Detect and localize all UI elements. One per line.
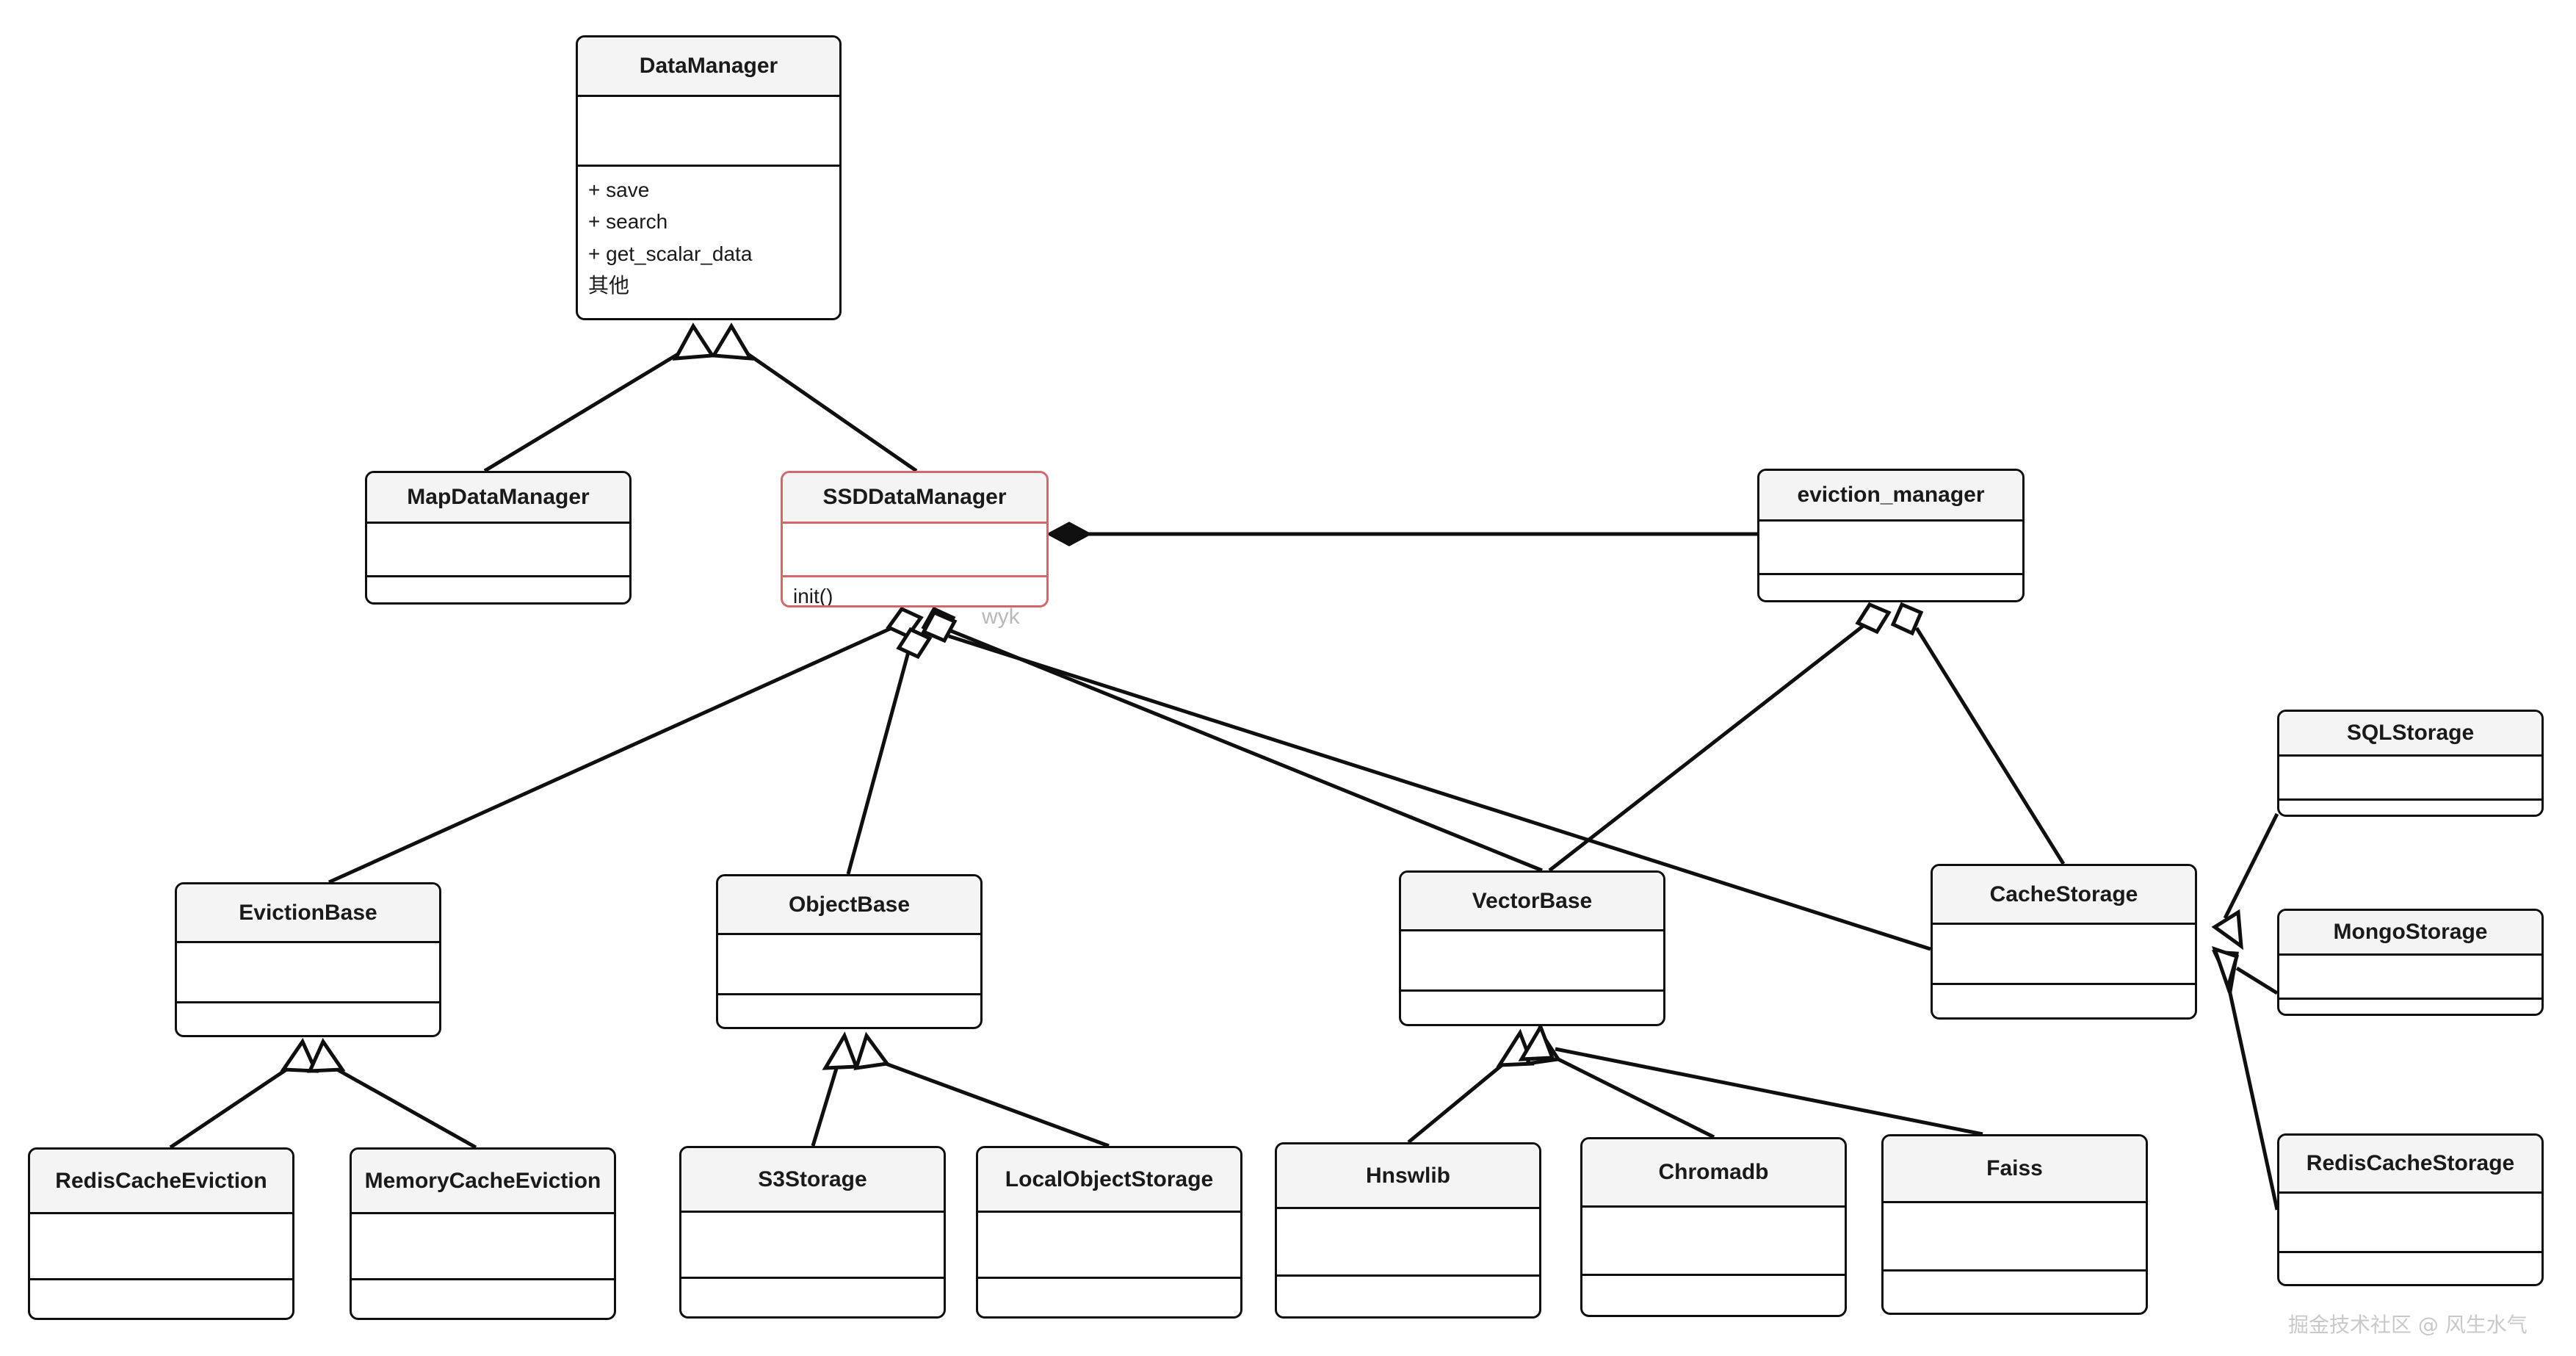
class-methods-Hnswlib <box>1277 1277 1539 1316</box>
class-attributes-LocalObjectStorage <box>978 1213 1240 1279</box>
class-attributes-Faiss <box>1884 1203 2146 1272</box>
edge-Faiss-to-VectorBase <box>1518 1023 1983 1136</box>
edge-S3Storage-to-ObjectBase <box>811 1031 859 1147</box>
class-attributes-RedisCacheEviction <box>30 1214 292 1280</box>
class-member: 其他 <box>588 274 630 297</box>
class-attributes-Hnswlib <box>1277 1209 1539 1277</box>
class-title-LocalObjectStorage: LocalObjectStorage <box>978 1148 1240 1213</box>
class-methods-Chromadb <box>1582 1276 1845 1315</box>
class-methods-LocalObjectStorage <box>978 1279 1240 1316</box>
class-box-MongoStorage[interactable]: MongoStorage <box>2277 909 2544 1016</box>
class-attributes-VectorBase <box>1401 931 1663 992</box>
class-title-MapDataManager: MapDataManager <box>367 473 629 524</box>
class-box-ObjectBase[interactable]: ObjectBase <box>716 874 983 1029</box>
edge-SSDDataManager-to-EvictionBase <box>328 606 924 884</box>
watermark-brand: 掘金技术社区 @ 风生水气 <box>2288 1313 2528 1337</box>
watermark-wyk: wyk <box>982 605 1020 629</box>
class-title-VectorBase: VectorBase <box>1401 873 1663 931</box>
class-title-RedisCacheStorage: RedisCacheStorage <box>2279 1136 2541 1194</box>
class-methods-RedisCacheEviction <box>30 1280 292 1318</box>
class-attributes-MapDataManager <box>367 524 629 577</box>
class-methods-eviction_manager <box>1759 575 2022 600</box>
class-box-RedisCacheStorage[interactable]: RedisCacheStorage <box>2277 1133 2544 1286</box>
class-title-ObjectBase: ObjectBase <box>718 876 980 935</box>
edge-eviction_manager-to-CacheStorage <box>1890 602 2066 865</box>
class-attributes-MongoStorage <box>2279 956 2541 1000</box>
class-box-DataManager[interactable]: DataManager + save + search + get_scalar… <box>576 35 842 320</box>
class-title-SSDDataManager: SSDDataManager <box>783 473 1046 524</box>
class-title-Chromadb: Chromadb <box>1582 1139 1845 1208</box>
class-title-SQLStorage: SQLStorage <box>2279 712 2541 757</box>
class-title-MemoryCacheEviction: MemoryCacheEviction <box>352 1150 614 1214</box>
class-title-CacheStorage: CacheStorage <box>1933 866 2195 925</box>
class-methods-Faiss <box>1884 1272 2146 1313</box>
class-title-MongoStorage: MongoStorage <box>2279 911 2541 956</box>
class-attributes-S3Storage <box>681 1213 944 1279</box>
class-attributes-eviction_manager <box>1759 522 2022 575</box>
class-title-eviction_manager: eviction_manager <box>1759 471 2022 522</box>
class-attributes-EvictionBase <box>177 943 439 1003</box>
class-attributes-MemoryCacheEviction <box>352 1214 614 1280</box>
class-methods-SQLStorage <box>2279 801 2541 815</box>
edge-SSDDataManager-to-VectorBase <box>921 606 1543 873</box>
class-box-RedisCacheEviction[interactable]: RedisCacheEviction <box>28 1147 294 1320</box>
class-box-eviction_manager[interactable]: eviction_manager <box>1757 469 2025 602</box>
class-box-SSDDataManager[interactable]: SSDDataManager init() <box>781 471 1049 607</box>
class-attributes-CacheStorage <box>1933 925 2195 985</box>
class-attributes-DataManager <box>578 97 839 167</box>
class-methods-DataManager: + save + search + get_scalar_data 其他 <box>578 167 839 318</box>
class-box-SQLStorage[interactable]: SQLStorage <box>2277 710 2544 817</box>
class-methods-CacheStorage <box>1933 985 2195 1017</box>
class-methods-MemoryCacheEviction <box>352 1280 614 1318</box>
edge-SSDDataManager-to-ObjectBase <box>846 627 933 875</box>
class-title-DataManager: DataManager <box>578 37 839 97</box>
edge-SSDDataManager-to-DataManager <box>710 322 918 473</box>
class-attributes-SSDDataManager <box>783 524 1046 577</box>
class-methods-SSDDataManager: init() <box>783 577 1046 607</box>
class-methods-ObjectBase <box>718 995 980 1027</box>
edge-RedisCacheStorage-to-CacheStorage <box>2211 946 2279 1211</box>
edge-MongoStorage-to-CacheStorage <box>2211 950 2279 995</box>
class-methods-S3Storage <box>681 1279 944 1316</box>
class-methods-RedisCacheStorage <box>2279 1253 2541 1284</box>
edge-RedisCacheEviction-to-EvictionBase <box>169 1037 319 1150</box>
class-box-Faiss[interactable]: Faiss <box>1881 1134 2148 1315</box>
edge-Chromadb-to-VectorBase <box>1524 1025 1715 1139</box>
class-title-S3Storage: S3Storage <box>681 1148 944 1213</box>
class-methods-EvictionBase <box>177 1003 439 1035</box>
class-box-MapDataManager[interactable]: MapDataManager <box>365 471 632 605</box>
class-member: + search <box>588 210 668 234</box>
class-member: + save <box>588 178 650 201</box>
edge-MapDataManager-to-DataManager <box>483 322 716 473</box>
class-member: + get_scalar_data <box>588 242 753 265</box>
edge-MemoryCacheEviction-to-EvictionBase <box>307 1037 477 1150</box>
class-title-EvictionBase: EvictionBase <box>177 884 439 943</box>
class-attributes-RedisCacheStorage <box>2279 1194 2541 1253</box>
class-attributes-Chromadb <box>1582 1208 1845 1276</box>
class-box-Hnswlib[interactable]: Hnswlib <box>1275 1142 1541 1319</box>
class-box-VectorBase[interactable]: VectorBase <box>1399 870 1665 1026</box>
class-methods-MongoStorage <box>2279 1000 2541 1014</box>
edge-Hnswlib-to-VectorBase <box>1407 1028 1535 1144</box>
class-attributes-ObjectBase <box>718 935 980 995</box>
class-box-Chromadb[interactable]: Chromadb <box>1580 1137 1847 1317</box>
class-title-Hnswlib: Hnswlib <box>1277 1144 1539 1209</box>
class-box-EvictionBase[interactable]: EvictionBase <box>175 882 441 1037</box>
edge-eviction_manager-to-SSDDataManager <box>1046 522 1757 547</box>
edge-SQLStorage-to-CacheStorage <box>2211 812 2279 951</box>
class-box-S3Storage[interactable]: S3Storage <box>679 1146 946 1319</box>
class-title-RedisCacheEviction: RedisCacheEviction <box>30 1150 292 1214</box>
edge-LocalObjectStorage-to-ObjectBase <box>853 1031 1110 1148</box>
class-attributes-SQLStorage <box>2279 757 2541 801</box>
class-methods-MapDataManager <box>367 577 629 602</box>
class-box-LocalObjectStorage[interactable]: LocalObjectStorage <box>976 1146 1242 1319</box>
class-box-CacheStorage[interactable]: CacheStorage <box>1931 864 2197 1020</box>
edge-eviction_manager-to-VectorBase <box>1548 602 1892 872</box>
class-title-Faiss: Faiss <box>1884 1136 2146 1203</box>
class-box-MemoryCacheEviction[interactable]: MemoryCacheEviction <box>350 1147 616 1320</box>
class-member: init() <box>793 585 833 607</box>
class-methods-VectorBase <box>1401 992 1663 1024</box>
